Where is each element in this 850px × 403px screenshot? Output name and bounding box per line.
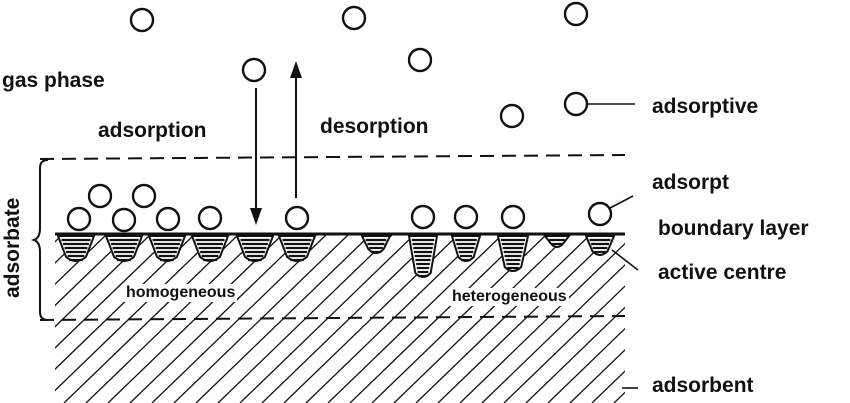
active-site [450,235,482,262]
active-site [360,235,392,254]
molecule [587,201,613,227]
molecule [563,1,589,27]
adsorptive-label: adsorptive [652,95,759,118]
molecule [453,204,479,230]
adsorption-label: adsorption [98,119,207,142]
active-centre-label: active centre [658,261,787,284]
molecule [66,206,92,232]
adsorpt-label: adsorpt [652,171,730,194]
adsorpt-leader [609,195,634,209]
adsorbate-brace [30,159,49,321]
molecule [111,207,137,233]
molecule [341,5,367,31]
molecules [66,1,613,233]
homogeneous-label: homogeneous [124,284,238,302]
active-site [277,235,317,262]
adsorbate-lower-dashed-line [39,315,626,321]
active-site [104,235,144,262]
adsorbent-label: adsorbent [652,374,754,397]
molecule [129,7,155,33]
active-site [190,235,230,262]
active-site [496,235,530,272]
molecule [284,205,310,231]
molecule [563,91,589,117]
boundary-layer-label: boundary layer [658,217,809,240]
molecule [499,103,525,129]
active-centre-leader [611,249,639,271]
active-site [147,235,187,262]
molecule [500,204,526,230]
desorption-arrow [290,61,302,198]
active-site [542,235,572,248]
molecule [410,204,436,230]
active-site [407,235,439,278]
molecule [87,183,113,209]
active-site [56,235,96,262]
molecule [131,183,157,209]
active-site [235,235,275,262]
adsorption-arrow [250,88,262,225]
molecule [155,206,181,232]
adsorbate-upper-dashed-line [39,154,626,160]
active-sites [56,235,616,278]
active-site [584,235,616,256]
molecule [241,57,267,83]
molecule [407,47,433,73]
molecule [197,205,223,231]
adsorbate-label: adsorbate [1,197,24,298]
heterogeneous-label: heterogeneous [450,288,569,306]
gas-phase-label: gas phase [2,69,105,92]
desorption-label: desorption [320,115,429,138]
